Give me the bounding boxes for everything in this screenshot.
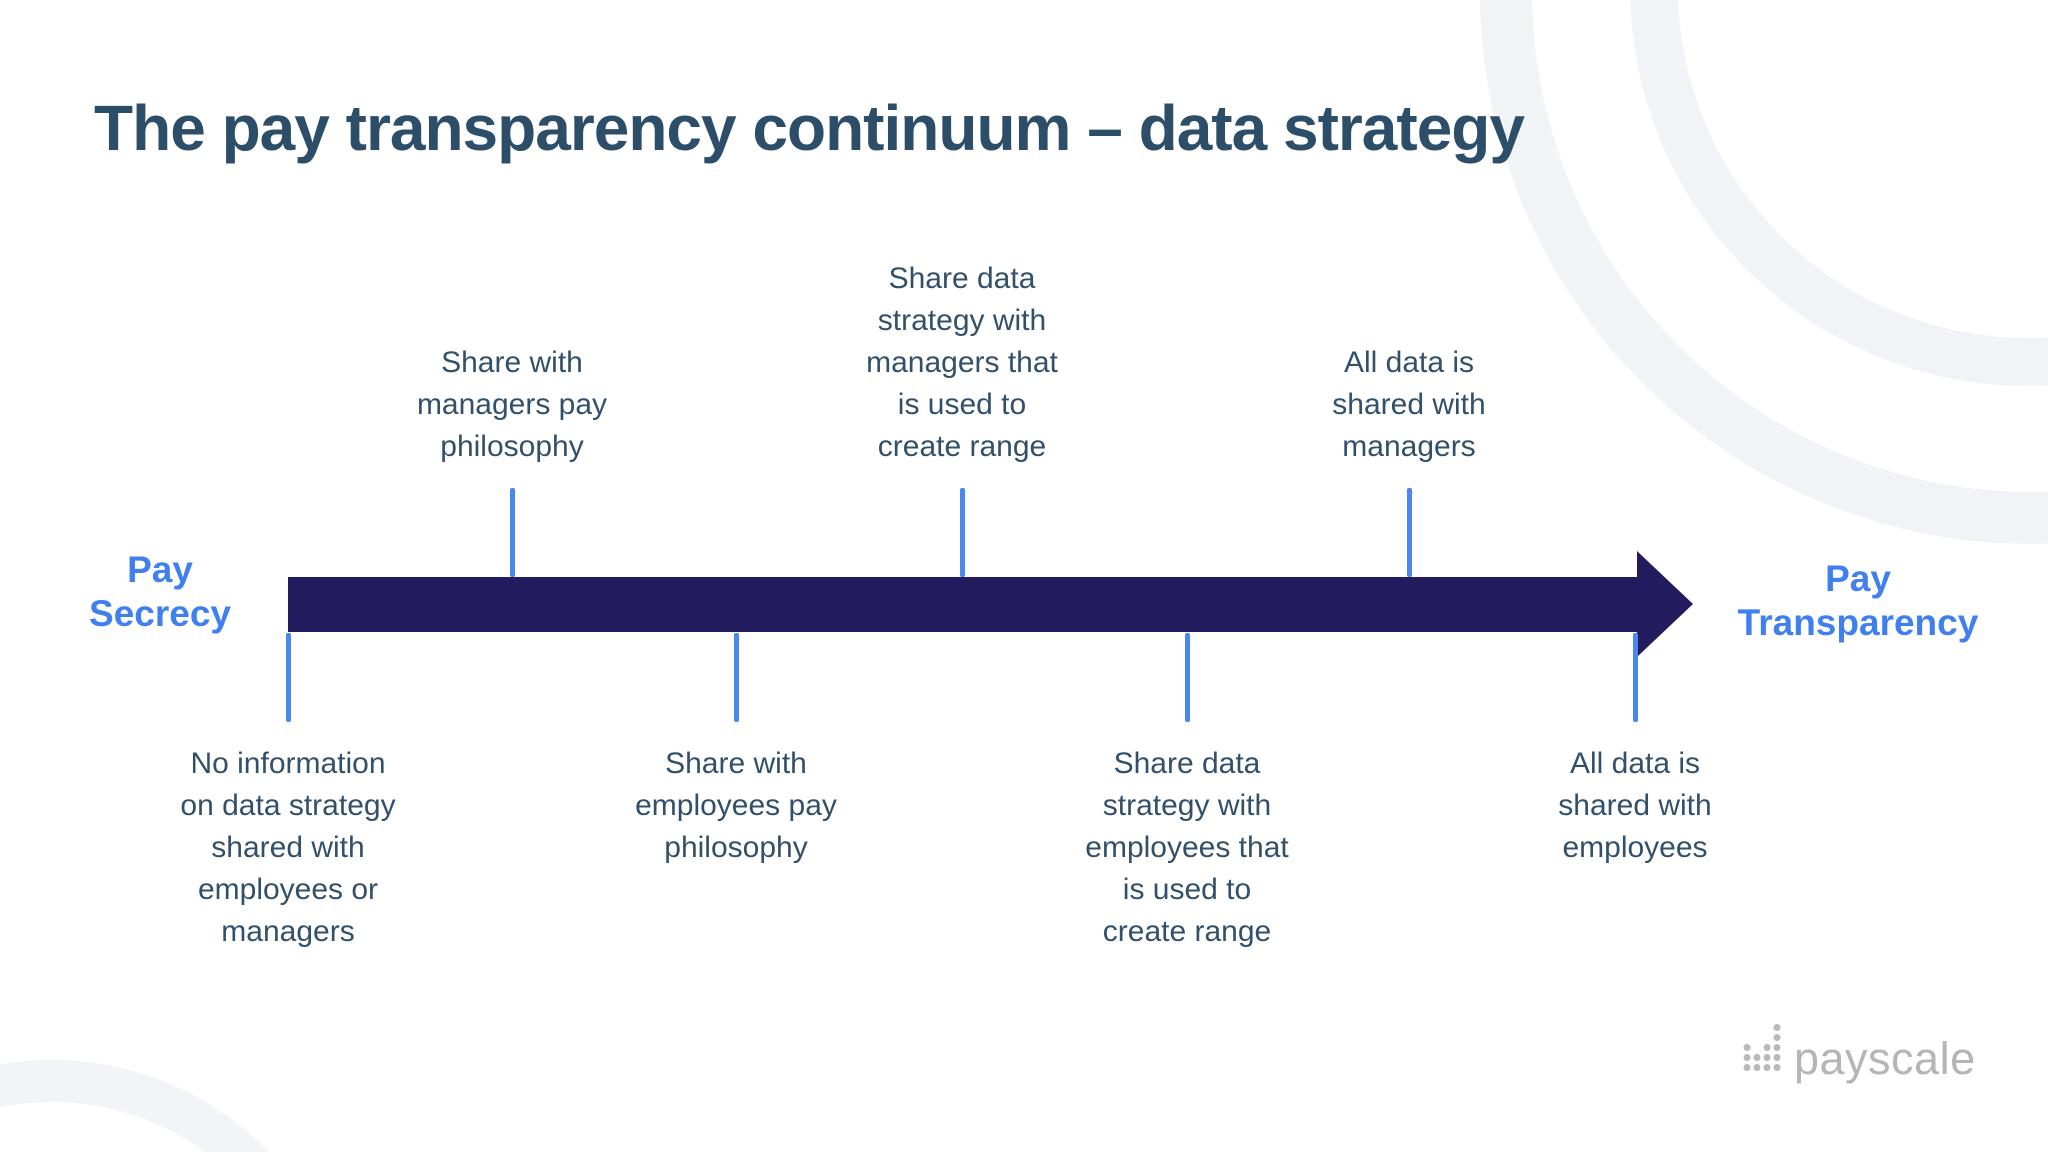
corner-ring-decoration xyxy=(1630,0,2048,386)
connector-line xyxy=(285,633,291,722)
payscale-logo-text: payscale xyxy=(1794,1033,1976,1084)
payscale-logo: payscale xyxy=(1742,1022,1976,1081)
milestone-label: Share data strategy with employees that … xyxy=(1085,747,1289,948)
milestone-top-2: Share data strategy with managers that i… xyxy=(762,258,1162,577)
milestone-bottom-1: No information on data strategy shared w… xyxy=(88,633,488,953)
slide-title: The pay transparency continuum – data st… xyxy=(94,92,1525,164)
connector-line xyxy=(733,633,739,722)
milestone-label: Share with employees pay philosophy xyxy=(635,747,837,864)
endpoint-pay-secrecy: Pay Secrecy xyxy=(89,549,231,634)
connector-line xyxy=(1184,633,1190,722)
milestone-label: Share with managers pay philosophy xyxy=(416,346,608,463)
milestone-bottom-2: Share with employees pay philosophy xyxy=(536,633,936,869)
payscale-logo-dots-icon xyxy=(1743,1024,1781,1071)
milestone-bottom-4: All data is shared with employees xyxy=(1435,633,1835,869)
corner-ring-decoration xyxy=(0,1060,354,1152)
milestone-label: Share data strategy with managers that i… xyxy=(866,262,1058,463)
milestone-bottom-3: Share data strategy with employees that … xyxy=(987,633,1387,953)
milestone-top-3: All data is shared with managers xyxy=(1209,342,1609,577)
connector-line xyxy=(1632,633,1638,722)
connector-line xyxy=(509,488,515,577)
endpoint-pay-transparency: Pay Transparency xyxy=(1737,558,1979,643)
milestone-label: All data is shared with employees xyxy=(1558,747,1712,864)
connector-line xyxy=(1406,488,1412,577)
continuum-arrow-head xyxy=(1637,551,1693,657)
milestone-label: All data is shared with managers xyxy=(1332,346,1486,463)
connector-line xyxy=(959,488,965,577)
milestone-label: No information on data strategy shared w… xyxy=(180,747,396,948)
milestone-top-1: Share with managers pay philosophy xyxy=(312,342,712,577)
continuum-arrow-body xyxy=(288,577,1638,632)
